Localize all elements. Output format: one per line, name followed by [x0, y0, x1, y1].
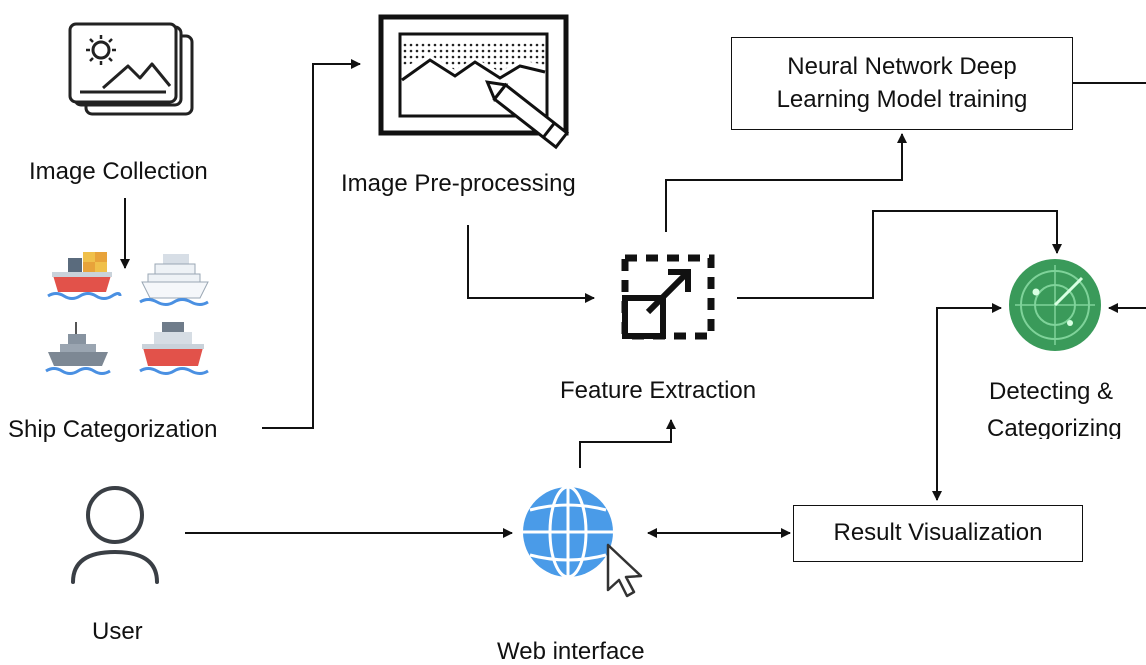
- label-image-preprocessing: Image Pre-processing: [341, 170, 576, 197]
- label-ship-categorization: Ship Categorization: [8, 416, 218, 443]
- warship-icon: [45, 322, 111, 375]
- arrow-ships-to-preprocessing: [262, 59, 361, 429]
- box-nn-training: Neural Network Deep Learning Model train…: [731, 37, 1073, 130]
- label-web-interface: Web interface: [497, 638, 645, 665]
- radar-icon: [1009, 259, 1101, 351]
- label-image-collection: Image Collection: [29, 158, 208, 185]
- user-icon: [71, 486, 159, 584]
- arrow-feature-to-detecting: [737, 210, 1062, 299]
- globe-cursor-icon: [523, 485, 643, 598]
- container-ship-icon: [47, 252, 122, 300]
- connectors: [120, 59, 1146, 538]
- nn-training-line2: Learning Model training: [776, 85, 1028, 113]
- box-result-visualization: Result Visualization: [793, 505, 1083, 562]
- arrow-feature-to-training: [665, 133, 907, 232]
- label-user: User: [92, 618, 143, 645]
- arrow-detecting-result-bidirectional: [932, 303, 1002, 501]
- label-feature-extraction: Feature Extraction: [560, 377, 757, 404]
- arrow-web-to-feature: [579, 419, 676, 468]
- image-edit-icon: [378, 14, 570, 150]
- arrow-preprocessing-to-feature: [467, 225, 595, 303]
- label-detecting-line1: Detecting &: [989, 378, 1114, 405]
- ship-icon: [45, 252, 209, 375]
- feature-extract-icon: [621, 254, 715, 340]
- label-detecting-line2: Categorizing: [987, 417, 1122, 439]
- ferry-icon: [139, 322, 209, 375]
- result-visualization-label: Result Visualization: [833, 519, 1043, 547]
- nn-training-line1: Neural Network Deep: [787, 53, 1017, 81]
- cruise-ship-icon: [139, 254, 209, 306]
- image-gallery-icon: [68, 22, 194, 116]
